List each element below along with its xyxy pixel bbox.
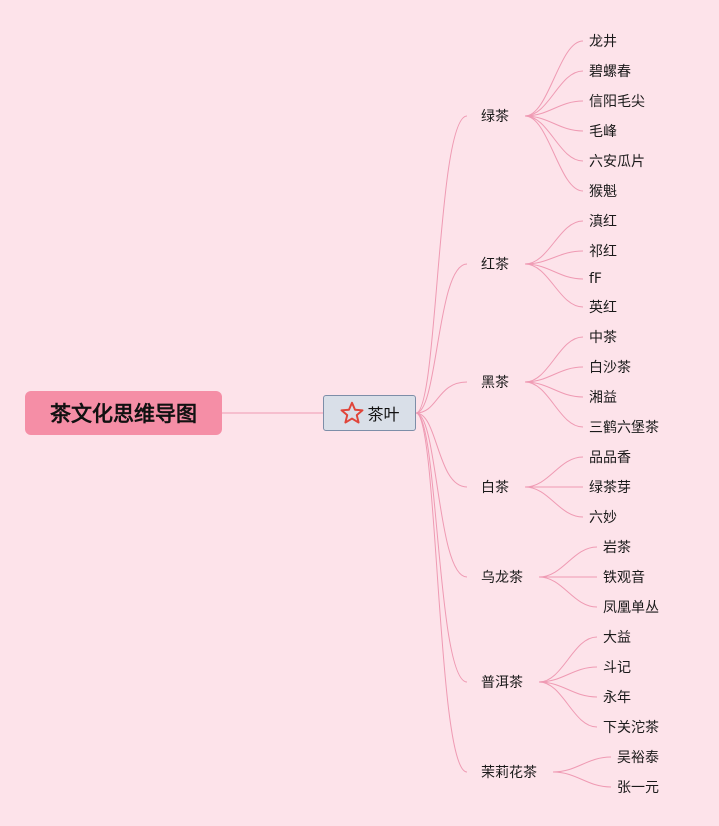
connector-line <box>552 756 612 773</box>
leaf-topic[interactable]: 下关沱茶 <box>603 720 659 736</box>
leaf-topic[interactable]: 岩茶 <box>603 540 631 556</box>
leaf-topic[interactable]: 中茶 <box>589 330 617 346</box>
leaf-topic[interactable]: 六妙 <box>589 510 617 526</box>
leaf-topic[interactable]: fF <box>589 271 602 287</box>
connector-line <box>524 336 584 383</box>
connector-line <box>415 381 468 414</box>
connector-line <box>524 381 584 428</box>
leaf-topic[interactable]: 吴裕泰 <box>617 750 659 766</box>
leaf-topic[interactable]: 张一元 <box>617 780 659 796</box>
connector-line <box>524 115 584 132</box>
branch-topic[interactable]: 黑茶 <box>481 375 509 391</box>
connector-line <box>538 576 598 608</box>
leaf-topic[interactable]: 龙井 <box>589 34 617 50</box>
leaf-topic[interactable]: 永年 <box>603 690 631 706</box>
leaf-topic[interactable]: 品品香 <box>589 450 631 466</box>
leaf-topic[interactable]: 祁红 <box>589 244 617 260</box>
leaf-topic[interactable]: 白沙茶 <box>589 360 631 376</box>
connector-line <box>524 115 584 192</box>
leaf-topic[interactable]: 滇红 <box>589 214 617 230</box>
connector-line <box>524 456 584 488</box>
root-topic-label: 茶文化思维导图 <box>50 402 197 426</box>
connector-line <box>524 220 584 265</box>
connector-line <box>524 70 584 117</box>
connector-line <box>415 412 468 488</box>
leaf-topic[interactable]: 大益 <box>603 630 631 646</box>
leaf-topic[interactable]: 六安瓜片 <box>589 154 645 170</box>
leaf-topic[interactable]: 凤凰单丛 <box>603 600 659 616</box>
connector-line <box>415 412 468 773</box>
leaf-topic[interactable]: 猴魁 <box>589 184 617 200</box>
central-topic-label: 茶叶 <box>367 405 400 424</box>
connector-line <box>524 263 584 280</box>
leaf-topic[interactable]: 湘益 <box>589 390 617 406</box>
star-icon <box>341 401 364 424</box>
branch-topic[interactable]: 茉莉花茶 <box>481 765 537 781</box>
connector-line <box>552 771 612 788</box>
connector-line <box>524 486 584 518</box>
branch-topic[interactable]: 乌龙茶 <box>481 570 523 586</box>
connector-line <box>524 250 584 265</box>
connector-line <box>415 115 468 414</box>
connector-line <box>415 412 468 683</box>
central-topic[interactable]: 茶叶 <box>323 395 416 431</box>
leaf-topic[interactable]: 碧螺春 <box>589 64 631 80</box>
connector-line <box>538 681 598 698</box>
connector-line <box>538 666 598 683</box>
connector-line <box>524 381 584 398</box>
leaf-topic[interactable]: 毛峰 <box>589 124 617 140</box>
connector-line <box>538 636 598 683</box>
leaf-topic[interactable]: 绿茶芽 <box>589 480 631 496</box>
leaf-topic[interactable]: 英红 <box>589 300 617 316</box>
connector-line <box>524 100 584 117</box>
leaf-topic[interactable]: 三鹤六堡茶 <box>589 420 659 436</box>
branch-topic[interactable]: 红茶 <box>481 257 509 273</box>
leaf-topic[interactable]: 信阳毛尖 <box>589 94 645 110</box>
connector-line <box>524 366 584 383</box>
connector-line <box>415 263 468 414</box>
branch-topic[interactable]: 普洱茶 <box>481 675 523 691</box>
connector-line <box>524 40 584 117</box>
connector-line <box>538 546 598 578</box>
leaf-topic[interactable]: 铁观音 <box>603 570 645 586</box>
branch-topic[interactable]: 绿茶 <box>481 109 509 125</box>
branch-topic[interactable]: 白茶 <box>481 480 509 496</box>
connector-line <box>524 115 584 162</box>
connector-line <box>538 681 598 728</box>
root-topic[interactable]: 茶文化思维导图 <box>25 391 222 435</box>
connector-line <box>415 412 468 578</box>
connector-line <box>524 263 584 308</box>
leaf-topic[interactable]: 斗记 <box>603 660 631 676</box>
